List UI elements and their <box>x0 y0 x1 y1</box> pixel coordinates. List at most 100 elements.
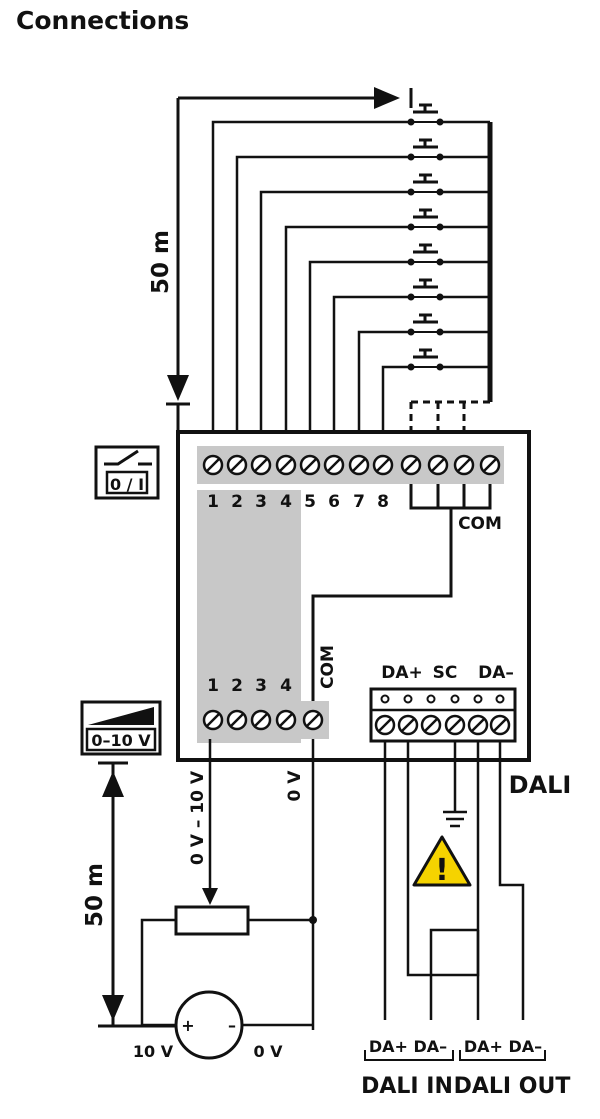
dali-da-minus-label: DA– <box>478 663 514 683</box>
button-wire <box>381 365 411 456</box>
screw-terminal <box>250 709 272 731</box>
zero-v-label: 0 V <box>285 770 305 802</box>
terminal-hole <box>426 694 436 704</box>
source-minus-label: 0 V <box>253 1042 283 1061</box>
terminal-hole <box>403 694 413 704</box>
terminal-number: 7 <box>353 492 365 512</box>
push-button <box>407 243 444 266</box>
warning-glyph: ! <box>435 853 449 888</box>
distance-arrow-top <box>166 87 413 430</box>
terminal-number: 1 <box>207 676 219 696</box>
dali-in-label: DALI IN <box>361 1074 453 1099</box>
dali-sc-label: SC <box>433 663 458 683</box>
terminal-number: 6 <box>328 492 340 512</box>
terminal-number: 3 <box>255 492 267 512</box>
com-label-vertical: COM <box>318 645 338 689</box>
dimmer-icon-label: 0–10 V <box>91 731 151 750</box>
push-button <box>407 138 444 161</box>
terminal-number: 2 <box>231 676 243 696</box>
distance-label-bottom: 50 m <box>82 863 108 927</box>
button-wire <box>284 225 411 456</box>
terminal-hole <box>495 694 505 704</box>
potentiometer <box>174 905 250 936</box>
dali-brackets <box>364 1050 546 1061</box>
dali-out-pins: DA+ DA– <box>464 1037 542 1056</box>
screw-terminal <box>372 454 394 476</box>
terminal-number: 5 <box>304 492 316 512</box>
push-button <box>407 103 444 126</box>
screw-terminal <box>444 714 466 736</box>
screw-terminal <box>299 454 321 476</box>
analog-terminal-numbers: 1 2 3 4 <box>207 676 292 696</box>
terminal-hole <box>473 694 483 704</box>
com-bridge <box>311 484 492 705</box>
push-button <box>407 348 444 371</box>
screw-terminal <box>275 709 297 731</box>
button-wire <box>259 190 411 456</box>
switch-icon-label: 0 / I <box>110 475 144 494</box>
screw-terminal <box>420 714 442 736</box>
screw-terminal <box>202 454 224 476</box>
distance-arrow-bottom <box>98 761 176 1028</box>
dali-out-label: DALI OUT <box>454 1074 571 1099</box>
switch-input-icon <box>94 445 160 500</box>
screw-terminal <box>250 454 272 476</box>
dali-terminals <box>374 694 511 736</box>
button-wire <box>235 155 411 456</box>
screw-terminal <box>202 709 224 731</box>
screw-terminal <box>275 454 297 476</box>
source-plus: + <box>181 1016 194 1035</box>
analog-section-shading <box>197 490 301 743</box>
screw-terminal <box>397 714 419 736</box>
screw-terminal <box>226 709 248 731</box>
button-wires <box>211 120 490 456</box>
junction-dot <box>309 916 317 924</box>
terminal-number: 8 <box>377 492 389 512</box>
distance-label-top: 50 m <box>148 230 174 294</box>
terminal-number: 4 <box>280 676 292 696</box>
source-plus-label: 10 V <box>133 1042 174 1061</box>
terminal-hole <box>380 694 390 704</box>
screw-terminal <box>323 454 345 476</box>
switch-terminals <box>202 454 501 476</box>
screw-terminal <box>467 714 489 736</box>
push-button <box>407 173 444 196</box>
terminal-number: 1 <box>207 492 219 512</box>
dali-in-pins: DA+ DA– <box>369 1037 447 1056</box>
button-wire <box>211 120 411 456</box>
push-button <box>407 208 444 231</box>
dali-terminal-block <box>369 687 517 743</box>
terminal-number: 4 <box>280 492 292 512</box>
screw-terminal <box>302 709 324 731</box>
analog-signal-label: 0 V – 10 V <box>188 770 208 865</box>
dali-da-plus-label: DA+ <box>381 663 423 683</box>
screw-terminal <box>427 454 449 476</box>
push-button-group <box>407 103 444 371</box>
page-title: Connections <box>16 6 190 35</box>
screw-terminal <box>453 454 475 476</box>
source-minus: – <box>228 1016 236 1035</box>
screw-terminal <box>226 454 248 476</box>
screw-terminal <box>400 454 422 476</box>
analog-terminals <box>202 709 324 731</box>
screw-terminal <box>479 454 501 476</box>
switch-terminal-numbers: 1 2 3 4 5 6 7 8 <box>207 492 389 512</box>
terminal-number: 3 <box>255 676 267 696</box>
warning-icon <box>412 835 472 887</box>
screw-terminal <box>348 454 370 476</box>
screw-terminal <box>489 714 511 736</box>
terminal-hole <box>450 694 460 704</box>
wiper-arrow <box>202 888 218 905</box>
push-button <box>407 313 444 336</box>
terminal-number: 2 <box>231 492 243 512</box>
dimmer-input-icon <box>80 700 162 756</box>
dali-label: DALI <box>509 771 572 799</box>
button-wire <box>308 260 411 456</box>
screw-terminal <box>374 714 396 736</box>
dali-wires <box>383 741 525 1020</box>
push-button <box>407 278 444 301</box>
com-label-top: COM <box>458 514 502 534</box>
button-wire <box>357 330 411 456</box>
button-wire <box>332 295 411 456</box>
